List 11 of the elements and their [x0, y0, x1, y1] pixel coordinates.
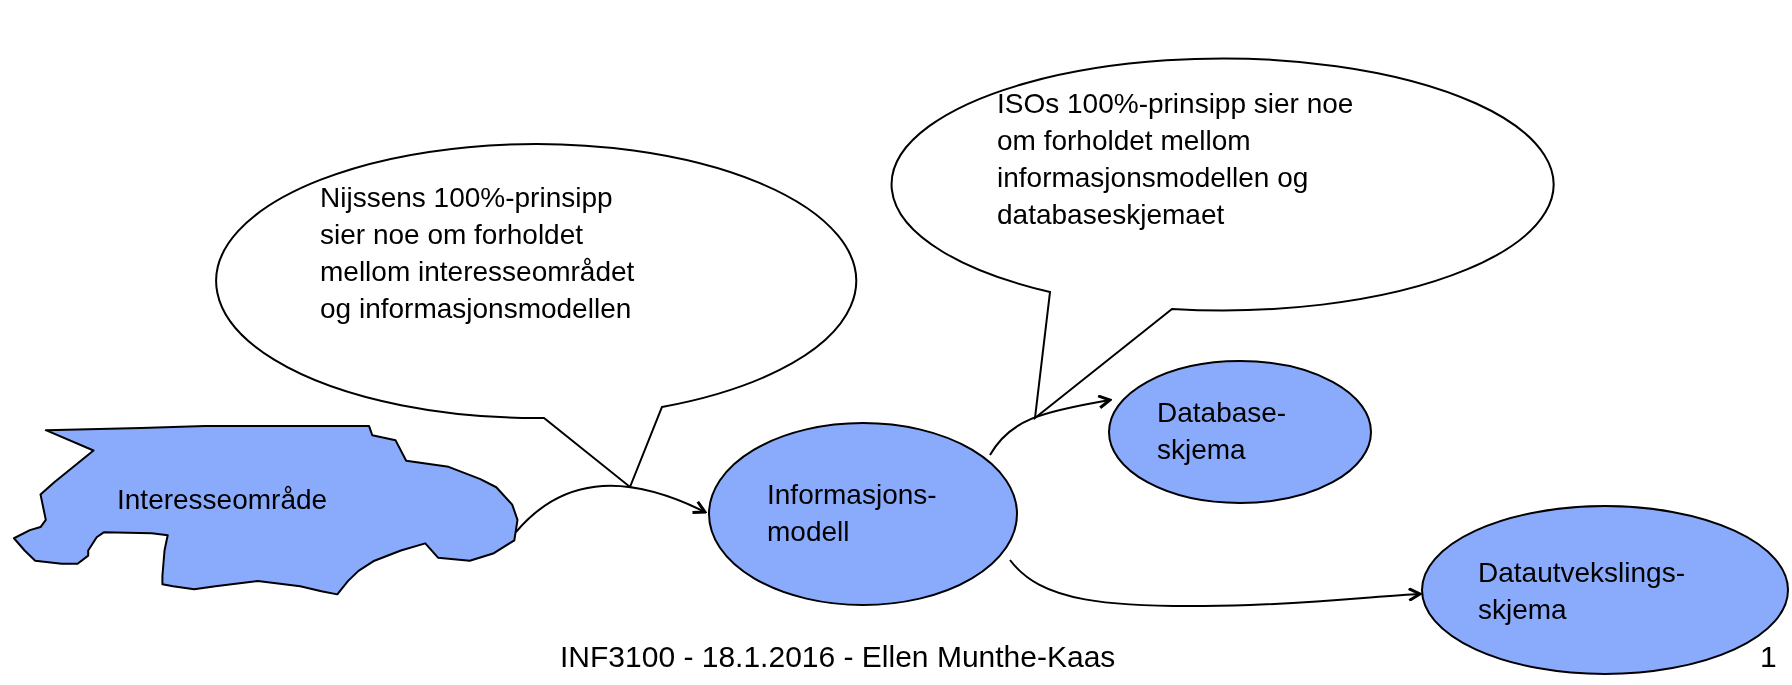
- callout-text: Nijssens 100%-prinsipp sier noe om forholdet mellom interesseområdet og informasjonsmodellen: [320, 181, 636, 326]
- arrow: [1009, 559, 1422, 608]
- callout-text: ISOs 100%-prinsipp sier noe om forholdet mellom informasjonsmodellen og databaseskjemaet: [997, 87, 1355, 232]
- arrow: [989, 394, 1112, 456]
- node-label: Datautvekslings- skjema: [1478, 556, 1686, 627]
- page-number: 1: [1760, 640, 1777, 674]
- node-label: Informasjons- modell: [767, 478, 938, 549]
- node-label: Database- skjema: [1157, 396, 1288, 467]
- arrow: [515, 484, 707, 533]
- footer-text: INF3100 - 18.1.2016 - Ellen Munthe-Kaas: [560, 640, 1116, 674]
- node-label: Interesseområde: [117, 483, 329, 517]
